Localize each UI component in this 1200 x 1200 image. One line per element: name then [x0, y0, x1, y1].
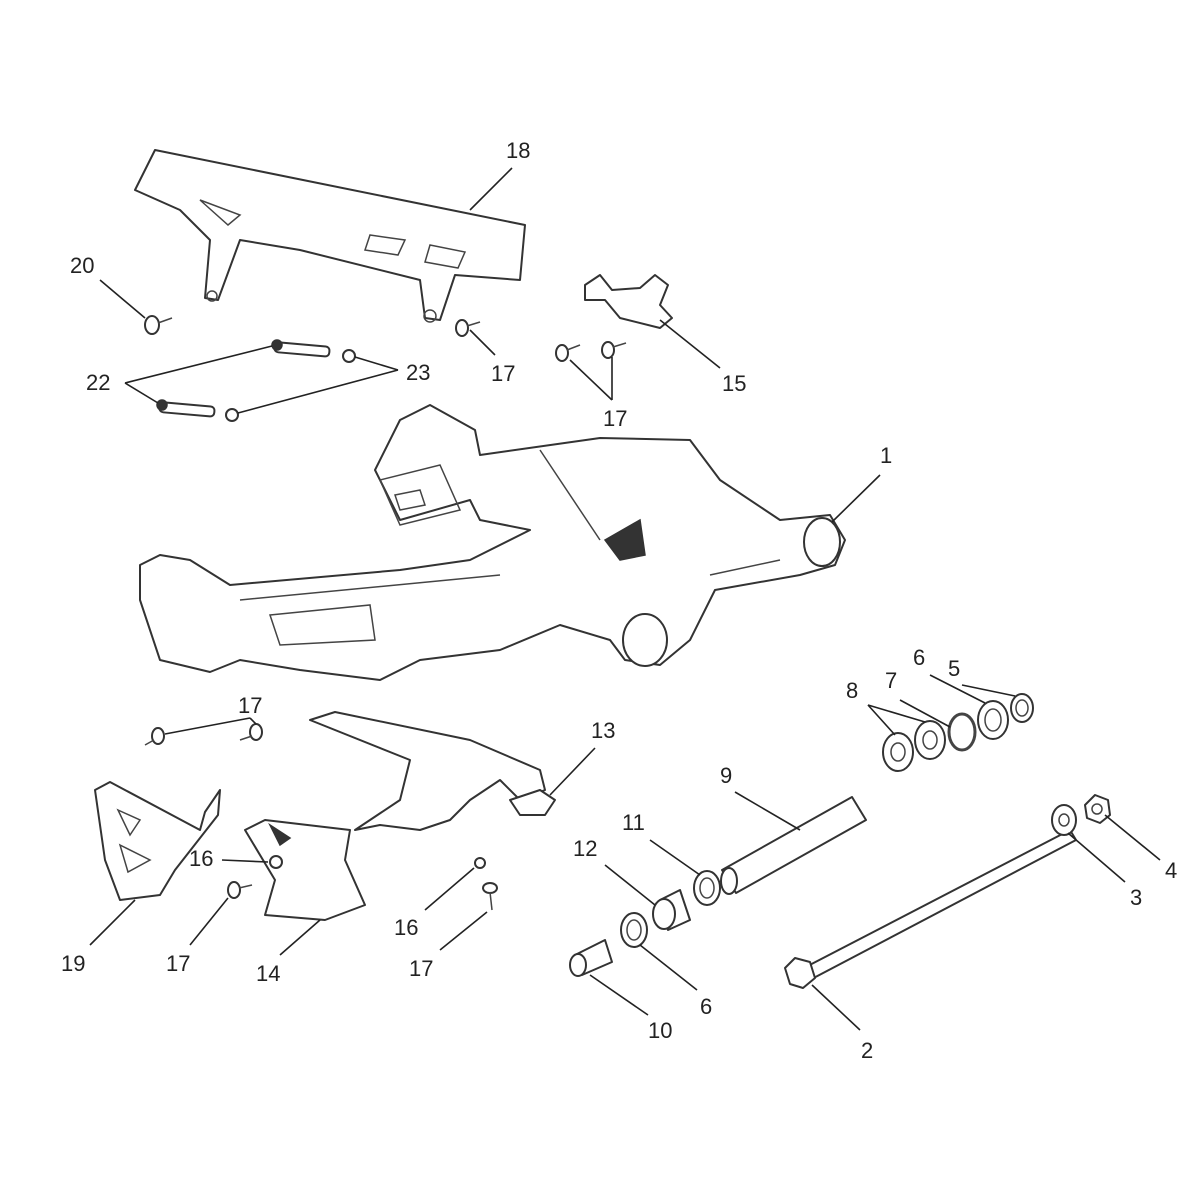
spacer-part-6b — [620, 912, 648, 948]
callout-5: 5 — [948, 656, 960, 681]
nuts-part-23 — [225, 349, 356, 422]
callout-3: 3 — [1130, 885, 1142, 910]
callout-6: 6 — [700, 994, 712, 1019]
callout-19: 19 — [61, 951, 85, 976]
callout-16: 16 — [189, 846, 213, 871]
callout-2: 2 — [861, 1038, 873, 1063]
bolt-part-20 — [144, 315, 173, 335]
seal-part-11 — [693, 870, 721, 906]
callout-11: 11 — [622, 810, 645, 835]
bush-part-10 — [569, 939, 613, 977]
callout-17: 17 — [166, 951, 190, 976]
nut-part-16a — [269, 855, 283, 869]
callout-13: 13 — [591, 718, 615, 743]
callout-4: 4 — [1165, 858, 1177, 883]
callout-17: 17 — [491, 361, 515, 386]
spacer-part-6a — [977, 700, 1009, 740]
callout-18: 18 — [506, 138, 530, 163]
callout-17: 17 — [238, 693, 262, 718]
nut-part-4 — [1084, 794, 1111, 824]
bolts-part-17b — [555, 341, 627, 362]
callout-17: 17 — [603, 406, 627, 431]
callout-23: 23 — [406, 360, 430, 385]
callout-9: 9 — [720, 763, 732, 788]
callout-15: 15 — [722, 371, 746, 396]
tube-part-9 — [720, 796, 867, 895]
chain-slider-part-13 — [309, 711, 556, 831]
bolts-part-17c — [144, 723, 263, 746]
seal-part-5 — [1010, 693, 1034, 723]
chain-guard-part-18 — [134, 149, 526, 323]
chain-guide-part-14 — [244, 819, 366, 921]
callout-12: 12 — [573, 836, 597, 861]
pins-part-22 — [156, 339, 331, 418]
callout-14: 14 — [256, 961, 280, 986]
bolt-part-17a — [455, 319, 481, 337]
callout-17: 17 — [409, 956, 433, 981]
leader-lines — [89, 167, 1161, 1031]
bush-part-12 — [652, 889, 691, 931]
bolt-part-17d — [227, 881, 253, 899]
sprocket-cover-part-19 — [94, 781, 221, 901]
callout-10: 10 — [648, 1018, 672, 1043]
bearings-part-8 — [882, 720, 946, 772]
spindle-part-2 — [784, 829, 1077, 989]
callout-6: 6 — [913, 645, 925, 670]
callout-1: 1 — [880, 443, 892, 468]
callout-22: 22 — [86, 370, 110, 395]
swingarm-part-1 — [139, 404, 846, 681]
callout-8: 8 — [846, 678, 858, 703]
callout-7: 7 — [885, 668, 897, 693]
callout-20: 20 — [70, 253, 94, 278]
bracket-part-15 — [584, 274, 673, 329]
nut-part-16b — [474, 857, 486, 869]
bolt-part-17e — [482, 882, 498, 911]
callout-16: 16 — [394, 915, 418, 940]
washer-part-3 — [1051, 804, 1077, 836]
callout-labels: 18 20 17 22 23 15 17 1 8 7 6 5 17 13 9 1… — [61, 138, 1177, 1063]
circlip-part-7 — [947, 712, 977, 752]
